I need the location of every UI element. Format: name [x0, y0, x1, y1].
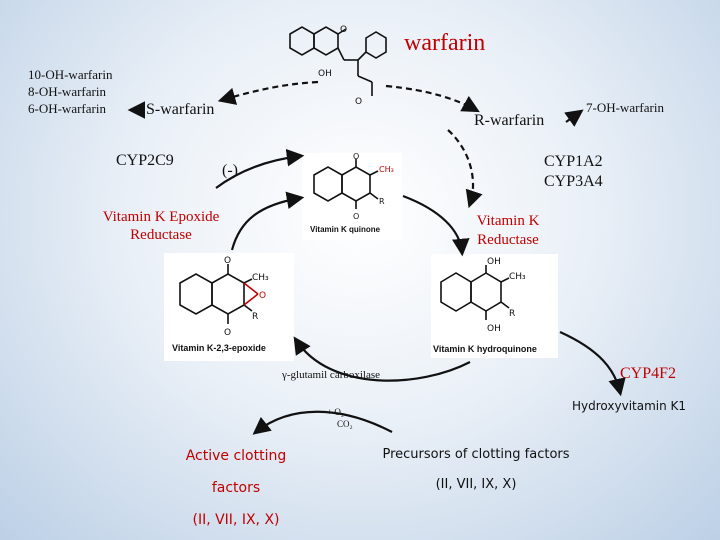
title: warfarin	[404, 30, 486, 56]
active-clotting-line2: factors	[211, 480, 261, 496]
vitamin-k-epoxide-card: O O O CH₃ R Vitamin K-2,3-epoxide	[164, 253, 294, 361]
arrow-epoxide-to-quinone	[230, 191, 305, 251]
hydroquinone-r: R	[509, 309, 515, 319]
vk-epoxide-reductase-line2: Reductase	[130, 227, 192, 243]
arrow-cyp4f2	[559, 330, 626, 397]
hydroquinone-ch3: CH₃	[509, 272, 526, 282]
vk-reductase-label: Vitamin K Reductase	[458, 212, 558, 250]
r-warfarin-label: R-warfarin	[474, 112, 545, 129]
hydroxyvitamin-label: Hydroxyvitamin K1	[572, 399, 687, 413]
s-metabolite-list: 10-OH-warfarin 8-OH-warfarin 6-OH-warfar…	[28, 66, 112, 117]
precursors-label: Precursors of clotting factors (II, VII,…	[372, 440, 580, 500]
precursors-line2: (II, VII, IX, X)	[435, 477, 517, 492]
vitamin-k-epoxide-structure: O O O CH₃ R	[179, 256, 269, 338]
arrow-r-to-vk-reductase	[447, 129, 483, 209]
co2-label: CO₂	[337, 419, 353, 429]
metabolite-8oh: 8-OH-warfarin	[28, 84, 106, 99]
hydroquinone-oh-bottom: OH	[487, 324, 501, 334]
metabolite-10oh: 10-OH-warfarin	[28, 67, 113, 82]
s-warfarin-label: S-warfarin	[146, 101, 215, 118]
arrow-hydroquinone-to-epoxide	[293, 336, 471, 382]
cyp1a2-label: CYP1A2	[544, 153, 603, 170]
vitamin-k-hydroquinone-card: OH OH CH₃ R Vitamin K hydroquinone	[431, 254, 558, 358]
vk-reductase-line1: Vitamin K	[476, 213, 540, 229]
cyp4f2-label: CYP4F2	[620, 365, 677, 382]
warfarin-o-label: O	[340, 25, 347, 35]
7oh-warfarin-label: 7-OH-warfarin	[586, 100, 664, 115]
metabolite-6oh: 6-OH-warfarin	[28, 101, 106, 116]
quinone-o-bottom: O	[353, 212, 359, 221]
cyp2c9-label: CYP2C9	[116, 152, 174, 169]
epoxide-caption: Vitamin K-2,3-epoxide	[172, 343, 266, 353]
vk-epoxide-reductase-line1: Vitamin K Epoxide	[102, 209, 220, 225]
arrow-quinone-to-hydroquinone	[402, 194, 470, 257]
epoxide-o-top: O	[224, 256, 231, 266]
warfarin-oh-label: OH	[318, 69, 332, 79]
vitamin-k-quinone-card: O O CH₃ R Vitamin K quinone	[302, 152, 402, 240]
arrow-r-to-7oh	[564, 109, 584, 127]
vitamin-k-quinone-structure: O O CH₃ R	[313, 152, 394, 221]
precursors-line1: Precursors of clotting factors	[382, 447, 570, 462]
epoxide-o-bottom: O	[224, 328, 231, 338]
active-clotting-line3: (II, VII, IX, X)	[192, 512, 280, 528]
arrow-warfarin-to-s	[217, 80, 319, 105]
epoxide-o-ring: O	[259, 291, 266, 301]
warfarin-structure: O OH O	[289, 25, 387, 104]
active-clotting-label: Active clotting factors (II, VII, IX, X)	[176, 440, 296, 536]
cyp-r-list: CYP1A2 CYP3A4	[544, 152, 603, 192]
hydroquinone-caption: Vitamin K hydroquinone	[433, 344, 537, 354]
cyp3a4-label: CYP3A4	[544, 173, 603, 190]
vk-epoxide-reductase-label: Vitamin K Epoxide Reductase	[86, 208, 236, 244]
quinone-ch3: CH₃	[379, 165, 394, 174]
vk-reductase-line2: Reductase	[477, 232, 539, 248]
arrow-precursors-to-active	[252, 410, 393, 435]
quinone-r: R	[379, 197, 385, 206]
active-clotting-line1: Active clotting	[185, 448, 287, 464]
warfarin-ketone-o-label: O	[355, 97, 362, 104]
vitamin-k-hydroquinone-structure: OH OH CH₃ R	[440, 257, 526, 334]
epoxide-r: R	[252, 312, 258, 322]
hydroquinone-oh-top: OH	[487, 257, 501, 267]
quinone-o-top: O	[353, 153, 359, 161]
arrow-warfarin-to-r	[385, 84, 480, 113]
quinone-caption: Vitamin K quinone	[310, 225, 381, 234]
inhibition-sign: (-)	[222, 162, 238, 179]
inhibition-line	[215, 148, 305, 189]
epoxide-ch3: CH₃	[252, 273, 269, 283]
